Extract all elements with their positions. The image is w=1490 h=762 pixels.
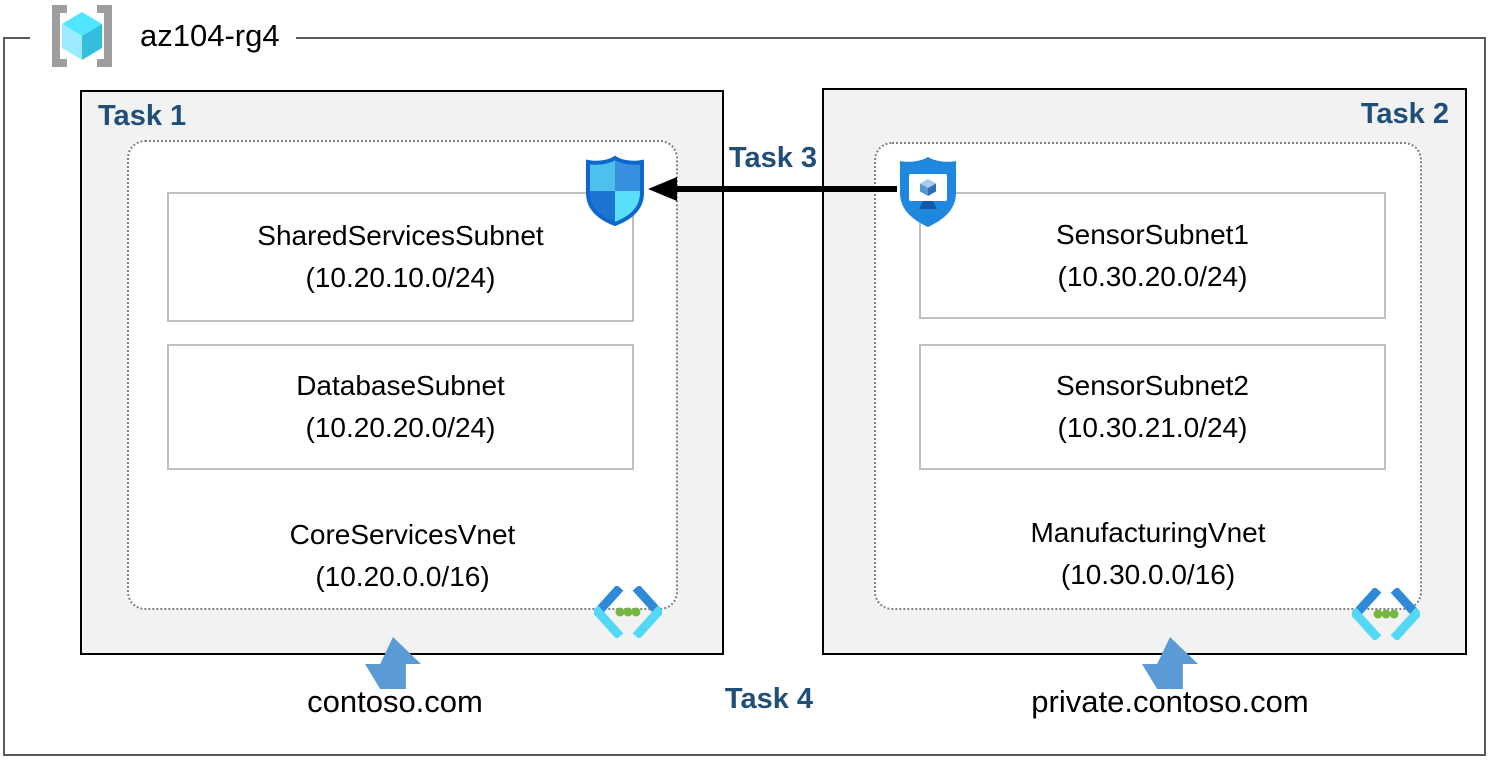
shared-services-subnet: SharedServicesSubnet (10.20.10.0/24) [167, 192, 634, 322]
subnet-cidr: (10.30.20.0/24) [1057, 260, 1248, 292]
subnet-name: SharedServicesSubnet [257, 220, 544, 251]
subnet-name: SensorSubnet2 [1055, 370, 1250, 401]
vnet-name: ManufacturingVnet [1030, 517, 1266, 548]
vnet-label: ManufacturingVnet (10.30.0.0/16) [876, 512, 1420, 596]
database-subnet: DatabaseSubnet (10.20.20.0/24) [167, 344, 634, 470]
vnet-label: CoreServicesVnet (10.20.0.0/16) [129, 514, 676, 598]
virtual-network-icon [591, 584, 665, 643]
task4-label: Task 4 [724, 683, 814, 715]
dns-zone-private-contoso: private.contoso.com [1031, 684, 1309, 719]
sensor-subnet-2: SensorSubnet2 (10.30.21.0/24) [919, 344, 1386, 470]
task2-label: Task 2 [1360, 98, 1449, 130]
manufacturing-vnet: SensorSubnet1 (10.30.20.0/24) SensorSubn… [874, 142, 1423, 642]
virtual-network-icon [1349, 586, 1423, 645]
resource-group-name: az104-rg4 [140, 18, 280, 53]
sensor-subnet-1: SensorSubnet1 (10.30.20.0/24) [919, 192, 1386, 319]
resource-group-icon [46, 4, 118, 68]
resource-group-header: az104-rg4 [30, 0, 296, 72]
subnet-name: DatabaseSubnet [296, 370, 505, 401]
subnet-cidr: (10.20.20.0/24) [305, 412, 496, 443]
core-services-vnet: SharedServicesSubnet (10.20.10.0/24) Dat… [127, 140, 678, 640]
task3-label: Task 3 [728, 142, 818, 174]
vnet-cidr: (10.30.0.0/16) [1060, 559, 1236, 590]
task1-label: Task 1 [98, 100, 187, 132]
dns-zone-contoso: contoso.com [307, 684, 483, 719]
vnet-cidr: (10.20.0.0/16) [315, 561, 490, 592]
subnet-cidr: (10.30.21.0/24) [1057, 412, 1248, 443]
resource-group-frame [3, 37, 1486, 756]
network-security-group-icon [583, 155, 647, 233]
subnet-cidr: (10.20.10.0/24) [305, 262, 496, 293]
application-security-group-icon [896, 155, 960, 235]
subnet-name: SensorSubnet1 [1055, 218, 1250, 250]
task3-arrow [647, 175, 897, 208]
vnet-name: CoreServicesVnet [289, 519, 516, 550]
